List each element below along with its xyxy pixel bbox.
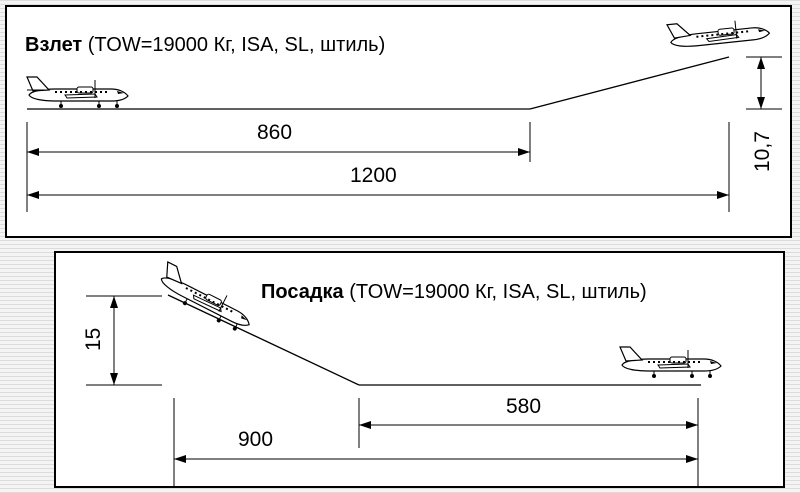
landing-approach-path bbox=[167, 294, 360, 386]
landing-panel: Посадка (TOW=19000 Кг, ISA, SL, штиль) bbox=[54, 251, 785, 488]
takeoff-diagram: 860 1200 10,7 bbox=[26, 13, 782, 212]
takeoff-dim-860-label: 860 bbox=[257, 121, 292, 144]
takeoff-title-bold: Взлет bbox=[25, 34, 83, 56]
landing-title: Посадка (TOW=19000 Кг, ISA, SL, штиль) bbox=[261, 282, 647, 302]
landing-aircraft-approach-icon bbox=[152, 260, 259, 337]
landing-title-bold: Посадка bbox=[261, 281, 344, 303]
landing-title-conditions: (TOW=19000 Кг, ISA, SL, штиль) bbox=[343, 281, 647, 303]
takeoff-aircraft-airborne-icon bbox=[665, 13, 771, 50]
takeoff-aircraft-ground-icon bbox=[26, 76, 129, 109]
takeoff-dim-height-label: 10,7 bbox=[751, 131, 774, 172]
takeoff-title-conditions: (TOW=19000 Кг, ISA, SL, штиль) bbox=[82, 34, 386, 56]
takeoff-climb-path bbox=[529, 56, 730, 110]
landing-dim-900-label: 900 bbox=[238, 428, 273, 451]
landing-diagram: 15 580 900 bbox=[82, 260, 722, 486]
takeoff-title: Взлет (TOW=19000 Кг, ISA, SL, штиль) bbox=[25, 35, 385, 55]
landing-dim-580-label: 580 bbox=[506, 395, 541, 418]
takeoff-dim-1200-label: 1200 bbox=[350, 164, 397, 187]
takeoff-panel: Взлет (TOW=19000 Кг, ISA, SL, штиль) bbox=[5, 5, 792, 238]
landing-dim-height-label: 15 bbox=[82, 328, 105, 351]
landing-aircraft-ground-icon bbox=[619, 346, 722, 379]
